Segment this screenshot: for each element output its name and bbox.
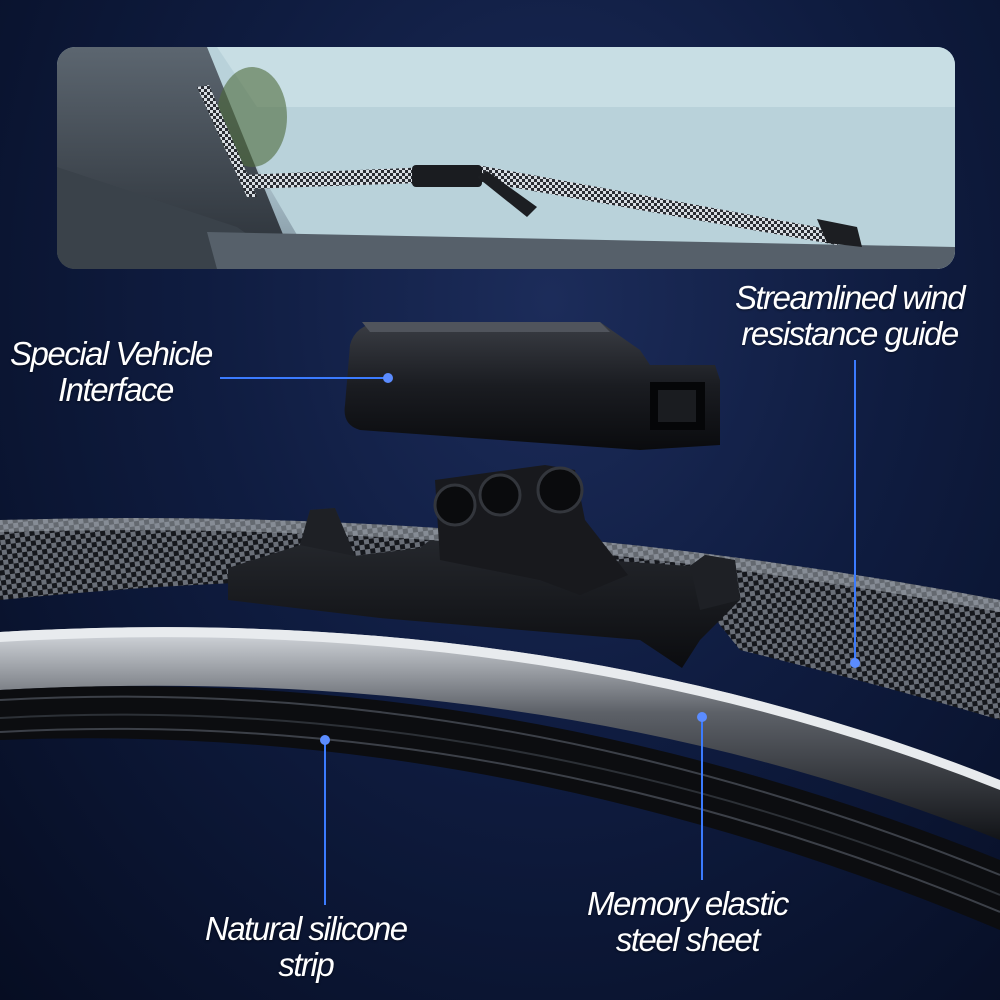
label-line: Special Vehicle [10,335,213,372]
callout-dot-interface [383,373,393,383]
label-memory-elastic-steel: Memory elastic steel sheet [587,885,789,958]
adapter-cap [344,322,720,450]
label-line: strip [278,946,334,983]
windshield-wiper-photo [57,47,955,269]
callout-dot-steel [697,712,707,722]
silicone-strip [0,686,1000,930]
callout-lines [220,360,860,905]
label-natural-silicone-strip: Natural silicone strip [205,910,408,983]
label-line: Streamlined wind [735,279,966,316]
callout-dot-silicone [320,735,330,745]
steel-strip [0,627,1000,840]
label-line: Natural silicone [205,910,408,947]
label-special-vehicle-interface: Special Vehicle Interface [10,335,213,408]
callout-dot-streamlined [850,658,860,668]
label-streamlined-guide: Streamlined wind resistance guide [735,279,966,352]
label-line: Interface [58,371,174,408]
label-line: resistance guide [741,315,959,352]
photo-illustration [57,47,955,269]
label-line: steel sheet [615,921,761,958]
label-line: Memory elastic [587,885,789,922]
base-connector [228,465,740,668]
